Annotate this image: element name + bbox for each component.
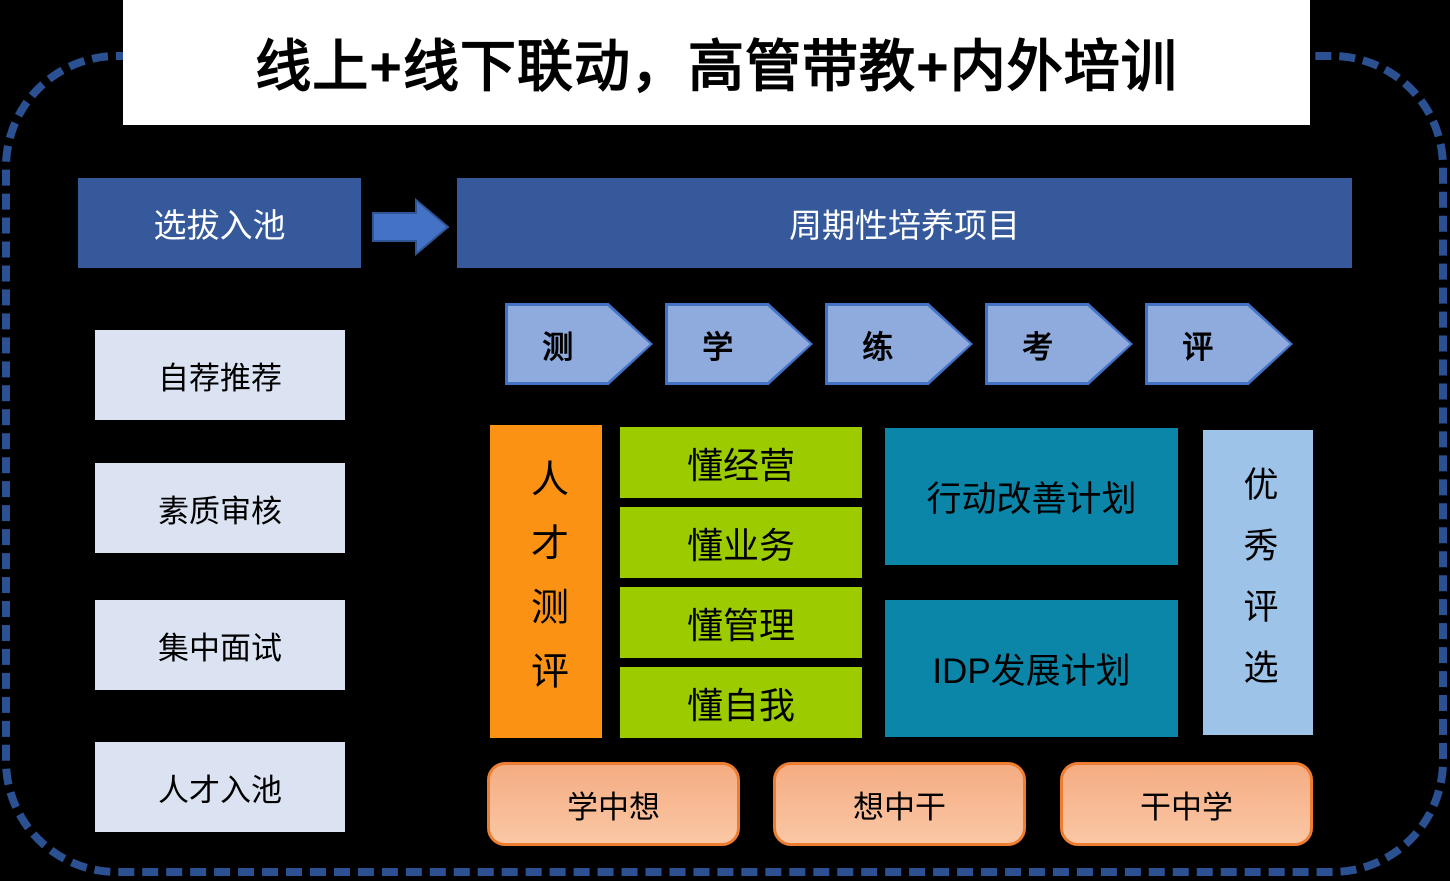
plan-label: IDP发展计划 [932, 652, 1131, 691]
competency-label: 懂业务 [686, 524, 795, 566]
phase-chevron-test: 测 [505, 303, 653, 385]
phase-label: 练 [862, 329, 894, 365]
plan-label: 行动改善计划 [926, 480, 1137, 519]
selection-header-box: 选拔入池 [78, 178, 361, 268]
cycle-label: 学中想 [567, 789, 660, 825]
phase-label: 评 [1182, 329, 1214, 365]
competency-management: 懂管理 [620, 587, 862, 658]
program-header-label: 周期性培养项目 [789, 207, 1020, 244]
action-improvement-plan-box: 行动改善计划 [885, 428, 1178, 565]
phase-chevron-learn: 学 [665, 303, 813, 385]
step-label: 素质审核 [158, 493, 282, 529]
selection-step-talent-pool: 人才入池 [95, 742, 345, 832]
title-box: 线上+线下联动，高管带教+内外培训 [123, 0, 1310, 125]
cycle-learn-while-doing: 干中学 [1060, 762, 1313, 846]
excellence-award-label: 优秀评选 [1238, 465, 1278, 710]
competency-business: 懂业务 [620, 507, 862, 578]
cycle-think-while-learning: 学中想 [487, 762, 740, 846]
phase-label: 测 [542, 329, 574, 365]
phase-chevron-exam: 考 [985, 303, 1133, 385]
diagram-title: 线上+线下联动，高管带教+内外培训 [255, 35, 1178, 98]
phase-chevron-evaluate: 评 [1145, 303, 1293, 385]
selection-header-label: 选拔入池 [153, 207, 286, 244]
selection-step-quality-review: 素质审核 [95, 463, 345, 553]
competency-self: 懂自我 [620, 667, 862, 738]
selection-step-interview: 集中面试 [95, 600, 345, 690]
flow-arrow-icon [372, 197, 450, 257]
excellence-award-box: 优秀评选 [1203, 430, 1313, 735]
selection-step-self-recommend: 自荐推荐 [95, 330, 345, 420]
phase-label: 学 [702, 329, 734, 365]
competency-label: 懂经营 [686, 444, 795, 486]
program-header-box: 周期性培养项目 [457, 178, 1352, 268]
step-label: 自荐推荐 [158, 360, 282, 396]
cycle-do-while-thinking: 想中干 [773, 762, 1026, 846]
competency-label: 懂管理 [686, 604, 795, 646]
talent-assessment-box: 人才测评 [490, 425, 602, 738]
phase-label: 考 [1022, 329, 1054, 365]
step-label: 人才入池 [158, 772, 282, 808]
talent-assessment-label: 人才测评 [524, 458, 567, 715]
step-label: 集中面试 [158, 630, 282, 666]
competency-label: 懂自我 [686, 684, 795, 726]
idp-development-plan-box: IDP发展计划 [885, 600, 1178, 737]
cycle-label: 想中干 [853, 789, 946, 825]
cycle-label: 干中学 [1140, 789, 1233, 825]
phase-chevron-practice: 练 [825, 303, 973, 385]
competency-business-operation: 懂经营 [620, 427, 862, 498]
